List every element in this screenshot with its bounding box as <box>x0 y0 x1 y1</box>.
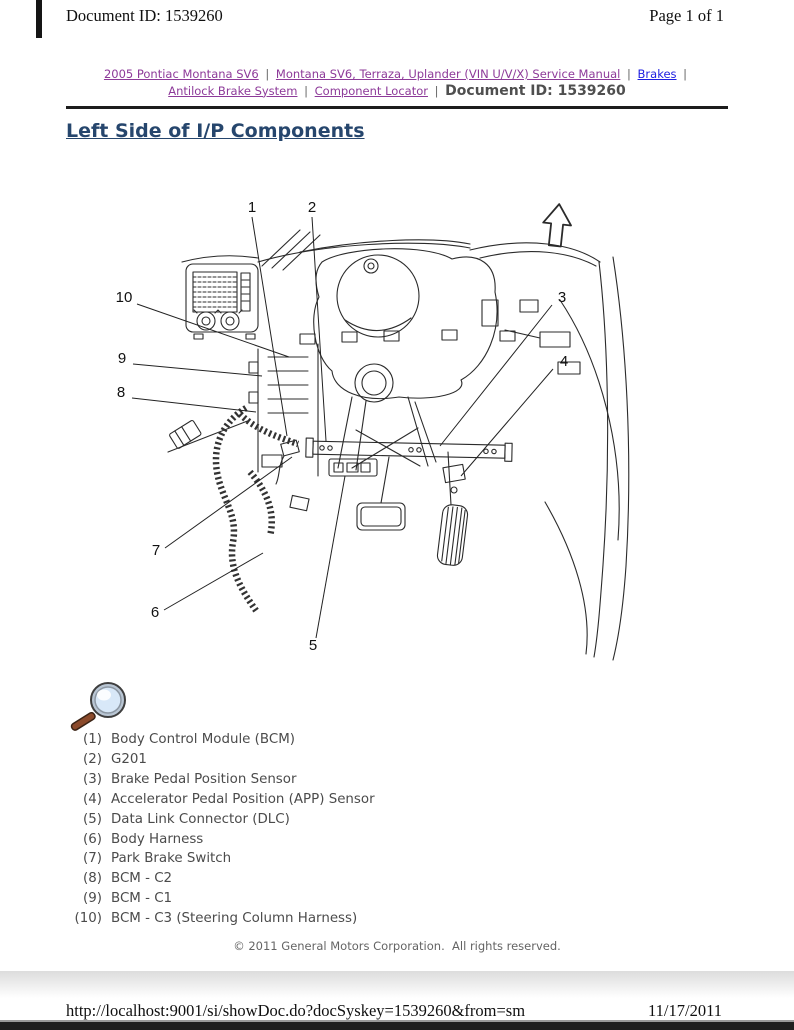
component-legend: (1) Body Control Module (BCM) (2) G201 (3) Br… <box>66 730 375 929</box>
breadcrumb-link[interactable]: Brakes <box>637 67 677 81</box>
component-diagram: 1 2 3 4 5 6 7 8 9 10 <box>116 199 630 661</box>
legend-item-label: Park Brake Switch <box>111 851 232 867</box>
breadcrumb-separator: | <box>261 67 273 81</box>
legend-item-label: Body Control Module (BCM) <box>111 732 295 747</box>
legend-item-label: Accelerator Pedal Position (APP) Sensor <box>111 791 375 807</box>
callout-leader-line <box>315 475 346 639</box>
legend-item-label: Brake Pedal Position Sensor <box>111 771 297 787</box>
up-arrow-icon <box>542 203 572 248</box>
callout-number: 6 <box>151 604 159 621</box>
callout-leader-line <box>131 397 257 413</box>
breadcrumb-current-doc-id: Document ID: 1539260 <box>445 82 626 99</box>
callout-leader-line <box>136 303 290 358</box>
callout-number: 7 <box>152 542 160 559</box>
legend-item: (2) G201 <box>66 750 375 770</box>
legend-item-number: (3) <box>83 771 102 787</box>
print-footer-url: http://localhost:9001/si/showDoc.do?docS… <box>66 1001 526 1020</box>
breadcrumb-separator: | <box>300 83 312 98</box>
callout-leader-line <box>132 363 263 377</box>
legend-item: (8) BCM - C2 <box>66 869 375 889</box>
breadcrumb-link[interactable]: Component Locator <box>314 83 428 98</box>
legend-item-label: BCM - C2 <box>111 871 173 887</box>
callout-leader-line <box>163 552 264 611</box>
legend-item-number: (4) <box>83 791 102 807</box>
legend-item-number: (2) <box>83 751 102 767</box>
legend-item: (7) Park Brake Switch <box>66 849 375 869</box>
callout-leader-line <box>164 456 293 549</box>
print-footer-date: 11/17/2011 <box>648 1001 722 1020</box>
breadcrumb-separator: | <box>430 83 443 98</box>
legend-item-number: (7) <box>83 851 102 867</box>
legend-item: (5) Data Link Connector (DLC) <box>66 810 375 830</box>
page-title: Left Side of I/P Components <box>66 120 365 142</box>
breadcrumb-separator: | <box>679 67 688 81</box>
breadcrumb-link[interactable]: Antilock Brake System <box>168 83 298 98</box>
callout-leader-line <box>251 216 288 437</box>
print-header-doc-id: Document ID: 1539260 <box>66 6 223 25</box>
callout-number: 3 <box>558 289 566 306</box>
header-divider <box>66 106 728 109</box>
diagram-art <box>167 203 630 661</box>
window-bottom-edge <box>0 1022 794 1030</box>
legend-item-number: (5) <box>83 811 102 827</box>
legend-item-number: (6) <box>83 831 102 847</box>
legend-item-number: (10) <box>74 911 103 927</box>
callout-number: 4 <box>560 353 568 370</box>
scan-artifact-mark <box>36 0 42 38</box>
callout-number: 2 <box>308 199 316 216</box>
breadcrumb-link[interactable]: Montana SV6, Terraza, Uplander (VIN U/V/… <box>275 67 621 81</box>
legend-item: (4) Accelerator Pedal Position (APP) Sens… <box>66 790 375 810</box>
print-header-page-number: Page 1 of 1 <box>649 6 724 25</box>
breadcrumb-link[interactable]: 2005 Pontiac Montana SV6 <box>103 67 259 81</box>
callout-number: 8 <box>117 384 125 401</box>
callout-leader-line <box>460 368 554 477</box>
legend-item: (9) BCM - C1 <box>66 889 375 909</box>
legend-item: (1) Body Control Module (BCM) <box>66 730 375 750</box>
legend-item-label: Body Harness <box>111 831 204 847</box>
legend-item-number: (1) <box>83 732 102 747</box>
legend-item-number: (9) <box>83 891 102 907</box>
legend-item: (6) Body Harness <box>66 830 375 850</box>
diagram-callouts: 1 2 3 4 5 6 7 8 9 10 <box>116 199 569 654</box>
callout-number: 10 <box>116 289 133 306</box>
callout-number: 9 <box>118 350 126 367</box>
legend-item-label: BCM - C1 <box>111 891 173 907</box>
legend-item: (3) Brake Pedal Position Sensor <box>66 770 375 790</box>
scan-fade-band <box>0 971 794 998</box>
legend-item-label: BCM - C3 (Steering Column Harness) <box>111 911 358 927</box>
legend-item-number: (8) <box>83 871 102 887</box>
legend-item: (10) BCM - C3 (Steering Column Harness) <box>66 909 375 929</box>
callout-leader-line <box>439 304 553 447</box>
legend-item-label: Data Link Connector (DLC) <box>111 811 290 827</box>
callout-leader-line <box>311 216 327 442</box>
breadcrumb-separator: | <box>623 67 635 81</box>
callout-number: 5 <box>309 637 317 654</box>
callout-number: 1 <box>248 199 256 216</box>
breadcrumb: 2005 Pontiac Montana SV6 | Montana SV6, … <box>0 66 794 99</box>
bottom-hairline <box>0 1020 794 1022</box>
copyright-notice: © 2011 General Motors Corporation. All r… <box>233 939 561 953</box>
legend-item-label: G201 <box>111 751 147 767</box>
zoom-magnifier-icon[interactable] <box>66 680 136 732</box>
